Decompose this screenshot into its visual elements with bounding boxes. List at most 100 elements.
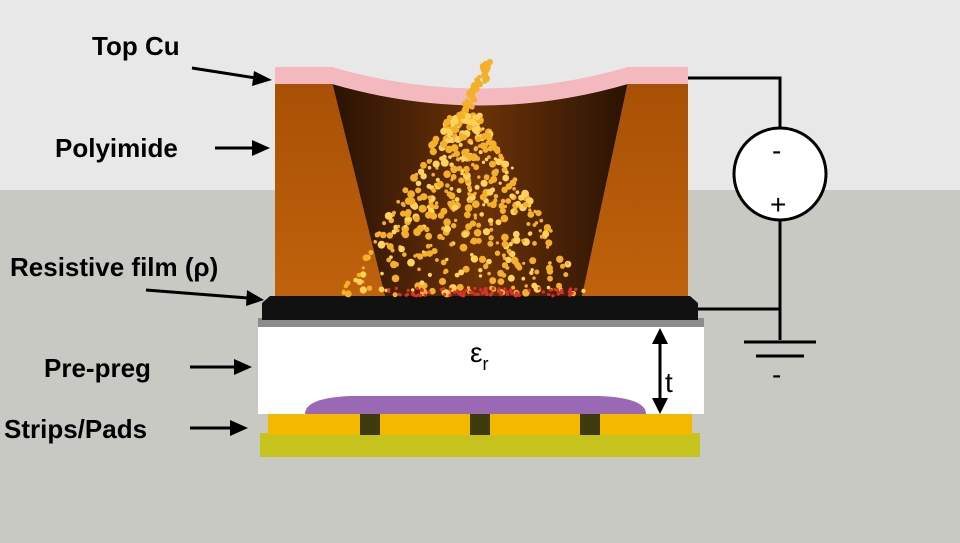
avalanche-particle [482, 147, 489, 153]
avalanche-particle [440, 127, 448, 135]
avalanche-particle [447, 133, 452, 138]
avalanche-particle [495, 158, 503, 166]
avalanche-particle [470, 154, 475, 158]
avalanche-particle [501, 186, 508, 193]
avalanche-particle [411, 203, 419, 210]
top-cu-meniscus [332, 67, 628, 106]
permittivity-label: εr [470, 337, 488, 374]
glow-particle [448, 293, 452, 297]
base-layer [260, 433, 700, 457]
glow-particle [574, 287, 578, 291]
arrow-strips-pads [190, 420, 248, 436]
avalanche-particle [478, 150, 483, 155]
avalanche-particle [501, 253, 506, 258]
glow-particle [439, 287, 443, 292]
ground-symbol [744, 340, 816, 358]
arrow-top-cu [191, 66, 272, 86]
avalanche-particle [502, 174, 510, 182]
avalanche-particle [390, 248, 395, 253]
avalanche-particle [500, 198, 506, 204]
avalanche-particle [482, 228, 491, 236]
avalanche-particle [507, 274, 515, 282]
avalanche-particle [512, 187, 516, 191]
avalanche-particle [410, 174, 418, 182]
glow-particle [427, 290, 431, 295]
arrow-pre-preg [190, 359, 252, 375]
hole-interior [332, 82, 628, 296]
wire-top [688, 76, 782, 128]
avalanche-particle [374, 232, 381, 238]
avalanche-particle [473, 229, 482, 237]
avalanche-particle [431, 248, 438, 255]
label-strips-pads: Strips/Pads [4, 414, 147, 444]
avalanche-particle [471, 162, 475, 167]
avalanche-particle [484, 157, 489, 162]
glow-particle [514, 294, 518, 298]
glow-particle [455, 289, 459, 293]
avalanche-particle [455, 157, 461, 162]
avalanche-particle [460, 171, 464, 176]
glow-particle [473, 286, 477, 291]
avalanche-particle [445, 183, 450, 188]
avalanche-particle [418, 204, 427, 213]
avalanche-particle [468, 118, 477, 127]
avalanche-particle [522, 289, 530, 297]
glow-particle [423, 293, 427, 297]
avalanche-particle [526, 222, 531, 226]
glow-particle [387, 289, 391, 294]
avalanche-particle [396, 224, 401, 229]
avalanche-particle [426, 159, 432, 164]
avalanche-particle [450, 144, 459, 152]
avalanche-particle [545, 239, 553, 247]
avalanche-particle [454, 197, 460, 202]
avalanche-particle [391, 229, 397, 235]
glow-particle [560, 288, 564, 293]
avalanche-particle [377, 240, 386, 249]
avalanche-particle [471, 200, 480, 209]
avalanche-particle [404, 217, 410, 222]
avalanche-particle [426, 205, 430, 209]
avalanche-particle [521, 238, 525, 243]
avalanche-particle [359, 271, 367, 278]
avalanche-particle [469, 141, 474, 145]
avalanche-particle [486, 258, 492, 265]
avalanche-particle [460, 113, 466, 119]
glow-particle [497, 287, 501, 291]
avalanche-particle [447, 201, 454, 208]
avalanche-particle [415, 180, 422, 187]
avalanche-particle [556, 255, 564, 263]
avalanche-particle [404, 224, 408, 229]
avalanche-particle [439, 156, 444, 161]
avalanche-particle [481, 160, 486, 164]
glow-particle [457, 292, 461, 296]
avalanche-particle [480, 179, 488, 187]
avalanche-particle [440, 207, 448, 215]
glow-particle [410, 292, 414, 296]
avalanche-particle [421, 250, 425, 254]
avalanche-particle [548, 229, 553, 233]
avalanche-particle [465, 113, 472, 120]
avalanche-particle [416, 187, 422, 193]
label-resistive-film: Resistive film (ρ) [10, 252, 218, 282]
avalanche-particle [487, 155, 491, 160]
avalanche-particle [489, 277, 497, 285]
glow-particle [537, 286, 541, 290]
avalanche-particle [487, 240, 494, 247]
avalanche-particle [443, 270, 447, 275]
avalanche-particle [345, 280, 351, 286]
avalanche-particle [505, 265, 510, 270]
avalanche-particle [432, 160, 440, 168]
avalanche-particle [464, 211, 471, 219]
avalanche-particle [435, 258, 439, 262]
avalanche-particle [513, 209, 519, 214]
thickness-label: t [665, 367, 673, 398]
glow-particle [476, 292, 480, 296]
avalanche-particle [482, 203, 486, 207]
avalanche-particle [359, 286, 367, 294]
glow-particle [548, 288, 553, 292]
avalanche-particle [443, 225, 451, 233]
avalanche-particle [470, 252, 474, 257]
avalanche-particle [454, 272, 460, 278]
avalanche-particle [384, 288, 389, 293]
avalanche-particle [409, 190, 413, 195]
